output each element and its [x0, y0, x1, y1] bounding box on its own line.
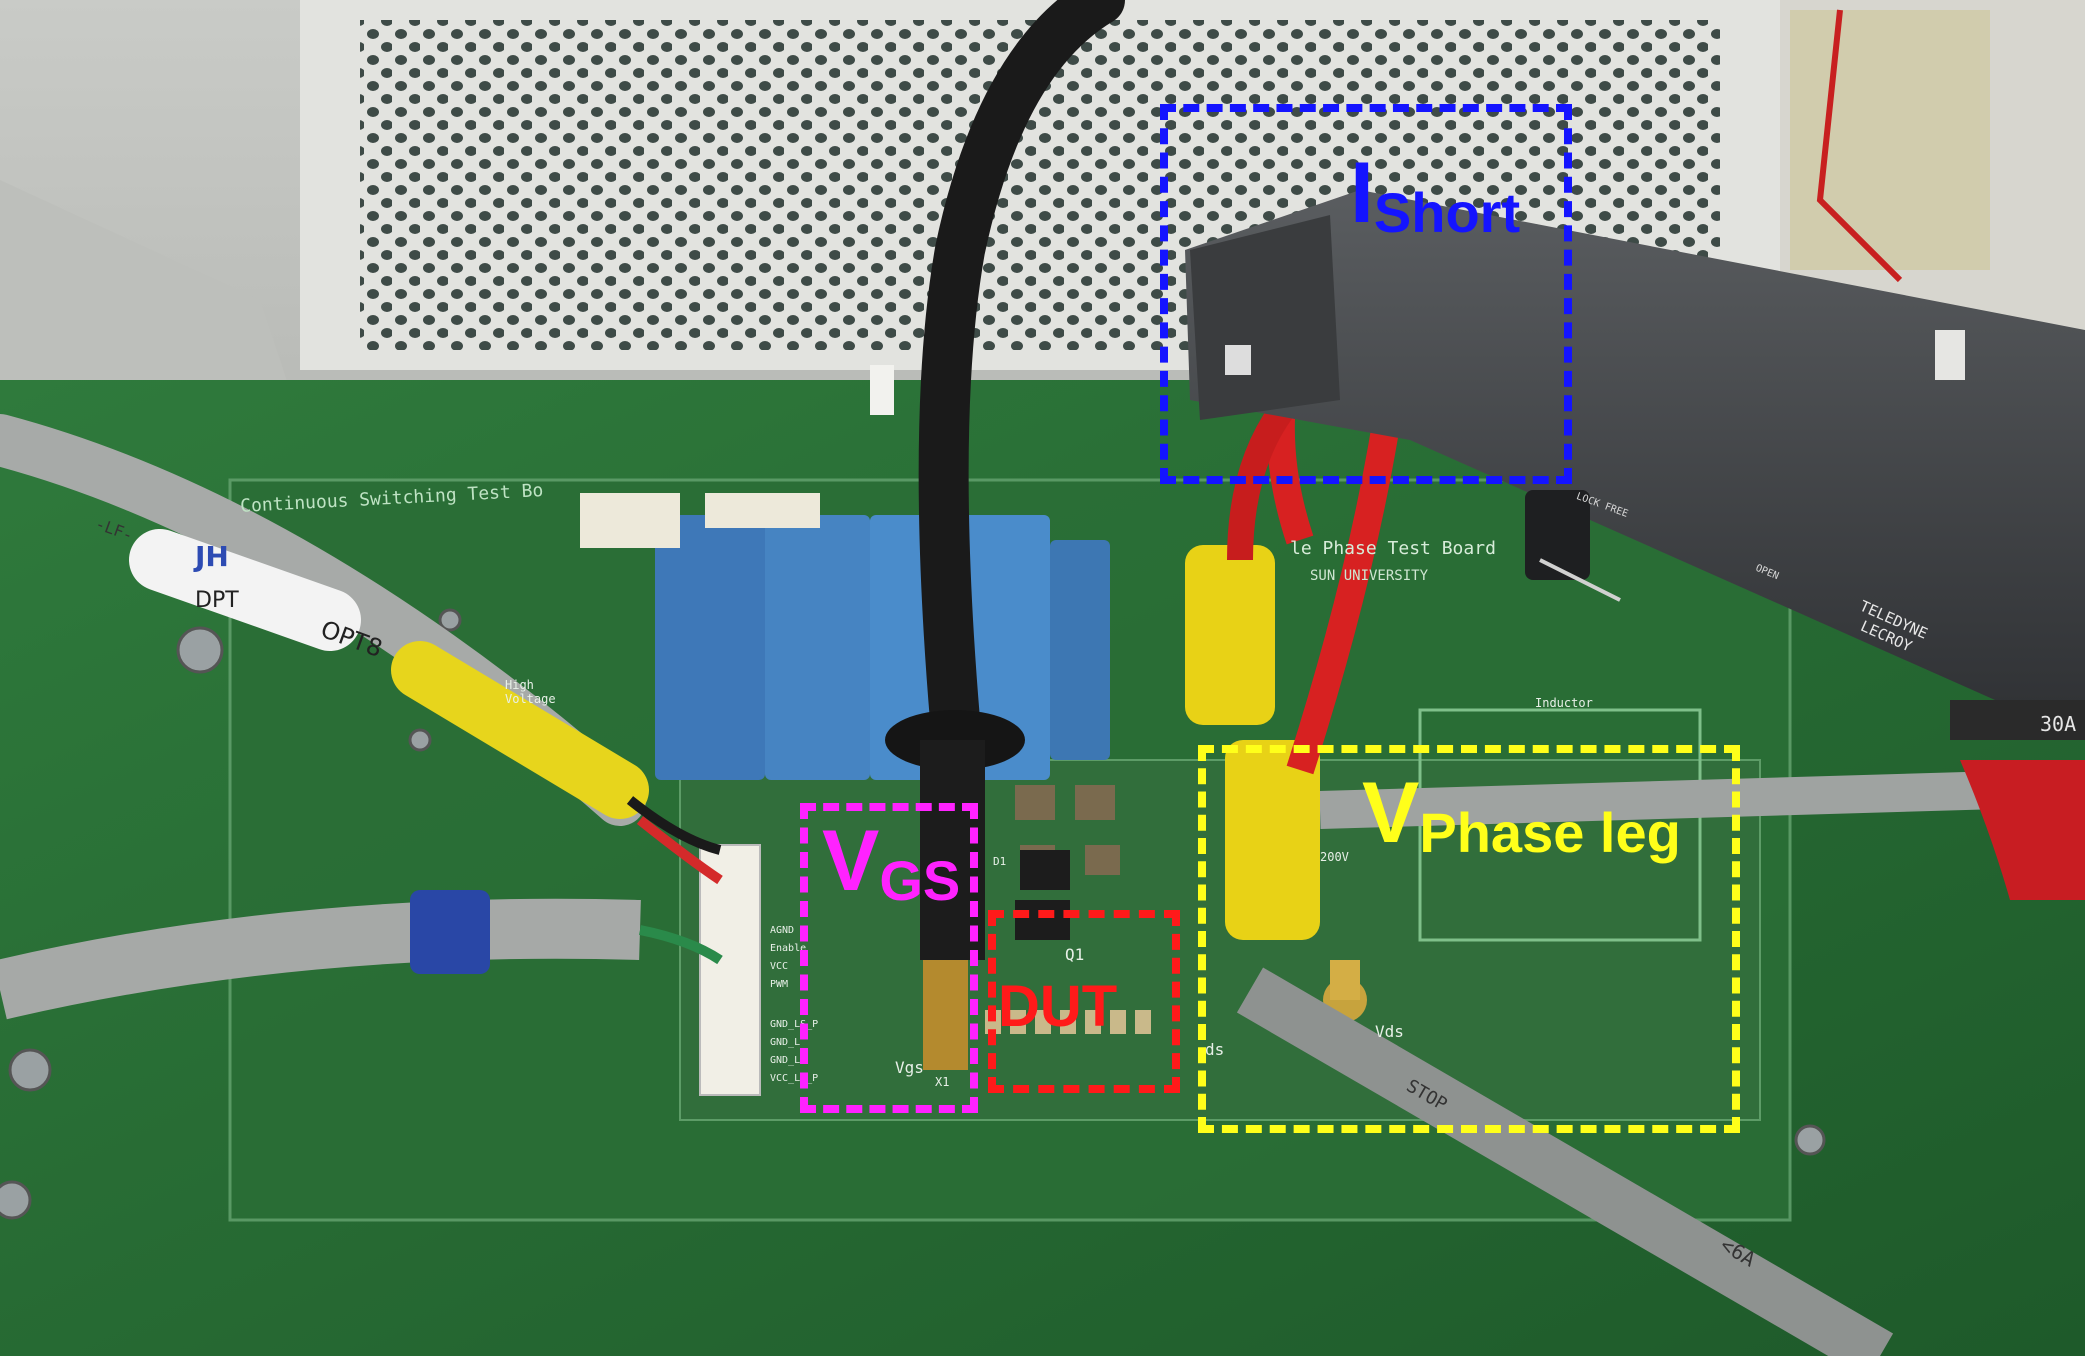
vgs-measurement-box [800, 803, 978, 1113]
vgs-silkscreen: Vgs [895, 1058, 924, 1077]
isc-label-main: I [1350, 145, 1374, 241]
vphase-measurement-box [1198, 745, 1740, 1133]
signal-connector [699, 844, 761, 1096]
inductor-silkscreen: Inductor [1535, 696, 1593, 710]
white-tag [129, 529, 361, 651]
cable-tag-dpt: DPT [195, 588, 239, 613]
voltage-probe-cable [918, 0, 1125, 745]
probe-lock [1525, 490, 1590, 580]
vphase-label: VPhase leg [1362, 770, 1681, 861]
pin-label: PWM [770, 979, 789, 990]
dut-label: DUT [998, 974, 1118, 1039]
dut-mosfet [1015, 900, 1070, 940]
vds-silkscreen: Vds [1375, 1022, 1404, 1041]
grey-cable-right [1319, 771, 2001, 829]
pin-label: GND_LS_P [770, 1019, 819, 1030]
banana-jacks [1185, 545, 1320, 940]
probe-tip [923, 960, 968, 1070]
grey-probe-cable [1236, 967, 1894, 1356]
vphase-label-sub: Phase leg [1419, 801, 1681, 864]
vgs-label: VGS [822, 818, 960, 909]
blue-sleeve [410, 890, 490, 974]
probe-model: 30A [2040, 712, 2077, 736]
isc-label-sub: Short [1373, 181, 1521, 244]
pin-label: VCC [770, 961, 789, 972]
d1-silkscreen: D1 [993, 855, 1007, 868]
pin-label: GND_L [770, 1037, 801, 1048]
x1-silkscreen: X1 [935, 1075, 950, 1089]
ds-silkscreen: ds [1205, 1040, 1225, 1059]
pin-label: GND_L [770, 1055, 801, 1066]
q1-silkscreen: Q1 [1065, 945, 1085, 964]
current-probe [1185, 190, 2085, 740]
vgs-label-main: V [822, 813, 880, 909]
isc-measurement-box [1160, 104, 1572, 484]
rating-silkscreen: 200V [1320, 850, 1349, 864]
pin-label: AGND [770, 925, 795, 936]
connector-pin-labels: AGND Enable VCC PWM GND_LS_P GND_L GND_L… [770, 925, 850, 1091]
dut-box [988, 910, 1180, 1093]
board-title-right: le Phase Test Board [1290, 538, 1496, 559]
film-capacitors [655, 515, 1110, 780]
pin-label: VCC_LS_P [770, 1073, 819, 1084]
isc-label: IShort [1350, 150, 1520, 241]
pin-label: Enable [770, 943, 807, 954]
cable-tag-jh: JH [195, 540, 229, 573]
high-voltage-label: High Voltage [505, 678, 556, 706]
vgs-label-sub: GS [879, 849, 961, 912]
board-university: SUN UNIVERSITY [1310, 568, 1429, 584]
red-clip [1960, 760, 2085, 900]
yellow-sleeve [391, 641, 649, 819]
grey-cable-2 [0, 898, 641, 1020]
vphase-label-main: V [1362, 765, 1420, 861]
